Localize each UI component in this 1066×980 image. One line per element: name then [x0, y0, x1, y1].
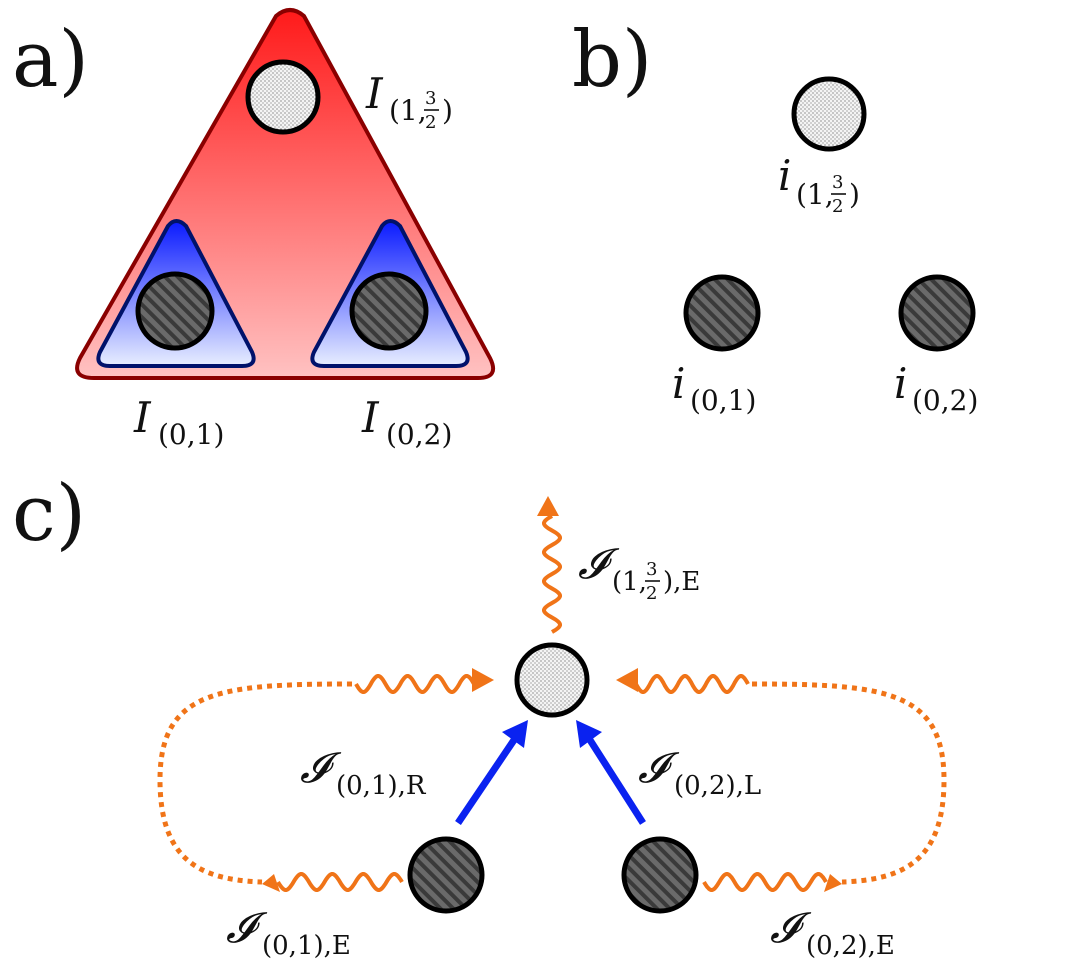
- svg-text:i: i: [778, 151, 791, 200]
- svg-text:3: 3: [425, 88, 436, 109]
- svg-text:I: I: [365, 69, 384, 118]
- label-b-top: i (1, 3 2 ): [778, 151, 860, 217]
- svg-text:3: 3: [832, 172, 843, 193]
- svg-text:3: 3: [646, 559, 657, 580]
- label-a-top: I (1, 3 2 ): [365, 69, 453, 133]
- dotted-loop-left: [157, 681, 353, 885]
- svg-text:2: 2: [832, 196, 843, 217]
- svg-text:(0,2),E: (0,2),E: [806, 931, 895, 961]
- blue-arrow-right: [587, 738, 646, 825]
- svg-text:),E: ),E: [663, 567, 700, 597]
- svg-text:(0,1): (0,1): [690, 384, 756, 417]
- hatched-circle-a-left: [135, 271, 215, 351]
- svg-text:(0,1),R: (0,1),R: [336, 771, 427, 801]
- label-c-right-e: 𝓘 (0,2),E: [770, 903, 895, 961]
- blue-arrow-left: [455, 738, 517, 825]
- label-b-right: i (0,2): [894, 359, 978, 417]
- svg-text:i: i: [894, 359, 907, 408]
- svg-text:2: 2: [646, 583, 657, 604]
- label-c-right-l: 𝓘 (0,2),L: [638, 743, 761, 801]
- svg-text:(1,: (1,: [796, 178, 834, 211]
- wavy-emission-right: [702, 872, 828, 892]
- panel-b-label: b): [572, 15, 652, 105]
- label-c-left-e: 𝓘 (0,1),E: [226, 903, 351, 961]
- hatched-circle-c-right: [621, 836, 699, 914]
- hatched-circle-c-left: [407, 836, 485, 914]
- svg-text:(0,2),L: (0,2),L: [674, 771, 761, 801]
- dotted-circle-b: [791, 76, 867, 152]
- arrowhead-emission-left: [262, 874, 280, 892]
- panel-c-label: c): [12, 469, 86, 559]
- label-a-left: I (0,1): [133, 393, 224, 451]
- hatched-circle-a-right: [349, 271, 429, 351]
- wavy-emission-up: [542, 514, 562, 634]
- svg-text:2: 2: [425, 112, 436, 133]
- arrowhead-into-center-left: [472, 668, 494, 692]
- label-c-top: 𝓘 (1, 3 2 ),E: [578, 539, 700, 604]
- svg-text:I: I: [361, 393, 380, 442]
- wavy-emission-left: [276, 872, 404, 892]
- arrowhead-into-center-right: [616, 668, 638, 692]
- svg-text:I: I: [133, 393, 152, 442]
- wavy-input-right: [634, 674, 750, 694]
- svg-text:(0,2): (0,2): [912, 384, 978, 417]
- svg-text:): ): [849, 178, 860, 211]
- arrowhead-up: [537, 496, 559, 516]
- hatched-circle-b-right: [898, 274, 976, 352]
- svg-text:): ): [442, 94, 453, 127]
- blue-arrowhead-left: [502, 720, 528, 748]
- label-c-left-r: 𝓘 (0,1),R: [300, 743, 427, 801]
- svg-text:(1,: (1,: [612, 567, 647, 597]
- blue-arrowhead-right: [576, 720, 602, 748]
- svg-text:(0,1): (0,1): [158, 418, 224, 451]
- label-b-left: i (0,1): [672, 359, 756, 417]
- svg-text:(0,1),E: (0,1),E: [262, 931, 351, 961]
- panel-a-label: a): [12, 15, 89, 105]
- dotted-circle-a: [245, 59, 321, 135]
- arrowhead-emission-right: [824, 874, 842, 892]
- dotted-circle-c: [514, 642, 590, 718]
- wavy-input-left: [354, 674, 476, 694]
- dotted-loop-right: [751, 681, 947, 885]
- label-a-right: I (0,2): [361, 393, 452, 451]
- svg-text:(0,2): (0,2): [386, 418, 452, 451]
- hatched-circle-b-left: [683, 274, 761, 352]
- svg-text:(1,: (1,: [389, 94, 427, 127]
- svg-text:i: i: [672, 359, 685, 408]
